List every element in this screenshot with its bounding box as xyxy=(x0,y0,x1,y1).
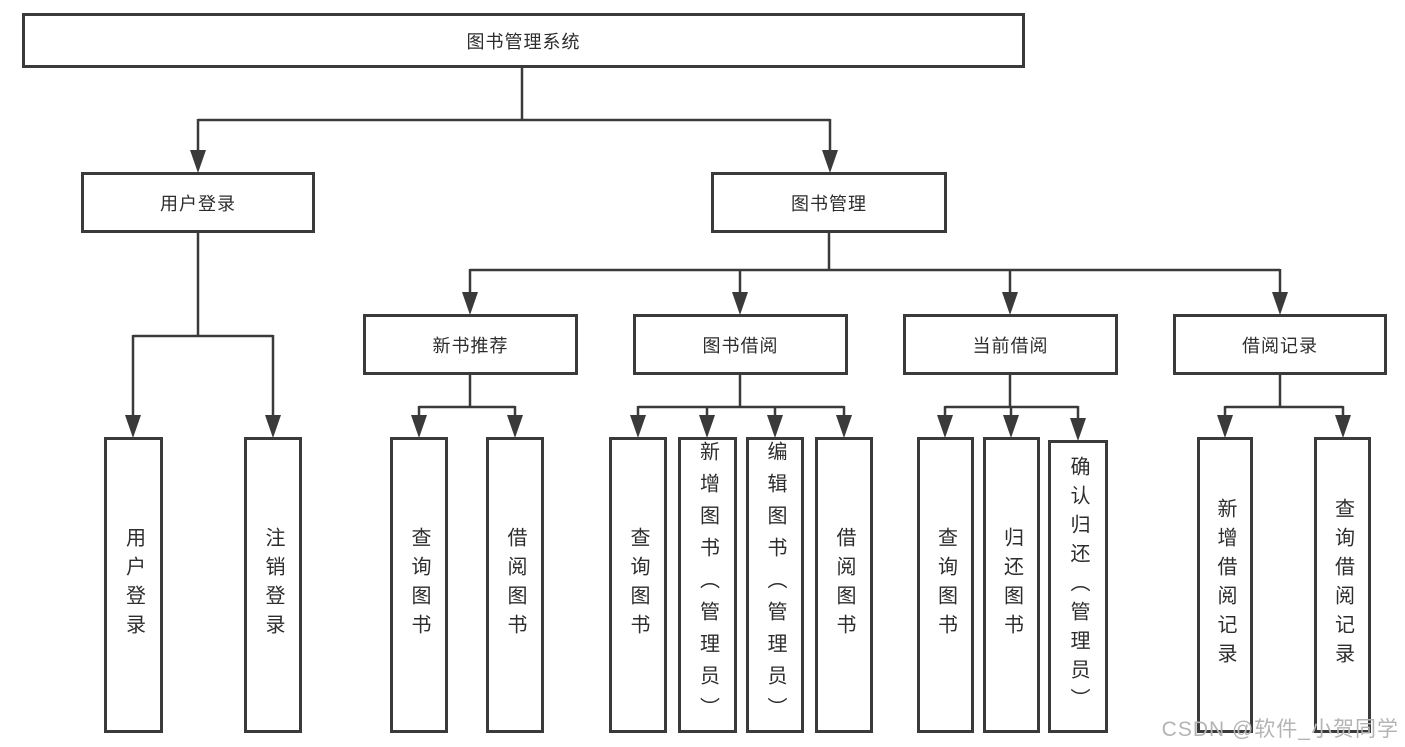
node-root-system: 图书管理系统 xyxy=(22,13,1025,68)
leaf-current-confirm-return-admin: 确认归还（管理员） xyxy=(1048,440,1108,733)
leaf-recommend-query-book: 查询图书 xyxy=(390,437,448,733)
leaf-recommend-borrow-book: 借阅图书 xyxy=(486,437,544,733)
leaf-borrowing-edit-book-admin: 编辑图书（管理员） xyxy=(746,437,804,733)
leaf-borrowing-add-book-admin: 新增图书（管理员） xyxy=(678,437,737,733)
csdn-watermark: CSDN @软件_小贺同学 xyxy=(1161,718,1399,741)
leaf-logout: 注销登录 xyxy=(244,437,302,733)
arrowhead-icons xyxy=(125,150,1351,441)
leaf-records-add-record: 新增借阅记录 xyxy=(1197,437,1253,733)
node-borrowing-records: 借阅记录 xyxy=(1173,314,1387,375)
node-book-management: 图书管理 xyxy=(711,172,947,233)
node-book-borrowing: 图书借阅 xyxy=(633,314,848,375)
leaf-user-login: 用户登录 xyxy=(104,437,163,733)
node-new-book-recommend: 新书推荐 xyxy=(363,314,578,375)
leaf-borrowing-borrow-book: 借阅图书 xyxy=(815,437,873,733)
leaf-current-return-book: 归还图书 xyxy=(983,437,1040,733)
leaf-records-query-record: 查询借阅记录 xyxy=(1314,437,1371,733)
node-user-login: 用户登录 xyxy=(81,172,315,233)
node-current-borrowing: 当前借阅 xyxy=(903,314,1118,375)
leaf-current-query-book: 查询图书 xyxy=(917,437,974,733)
leaf-borrowing-query-book: 查询图书 xyxy=(609,437,667,733)
